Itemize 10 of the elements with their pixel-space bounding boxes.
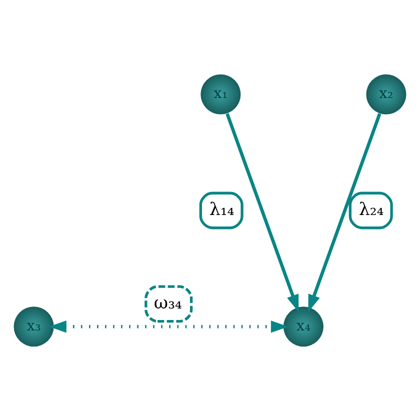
- arrow: [308, 112, 382, 312]
- node-circle: x₁: [200, 74, 241, 114]
- node-circle: x₃: [14, 306, 54, 346]
- arrow: [49, 320, 288, 332]
- node-circle: x₂: [366, 74, 406, 114]
- edge-label: λ₂₄: [358, 200, 384, 220]
- edge-label: ω₃₄: [154, 292, 182, 313]
- edge-label: λ₁₄: [209, 200, 234, 220]
- node-circle: x₄: [283, 306, 324, 346]
- arrow: [226, 112, 299, 312]
